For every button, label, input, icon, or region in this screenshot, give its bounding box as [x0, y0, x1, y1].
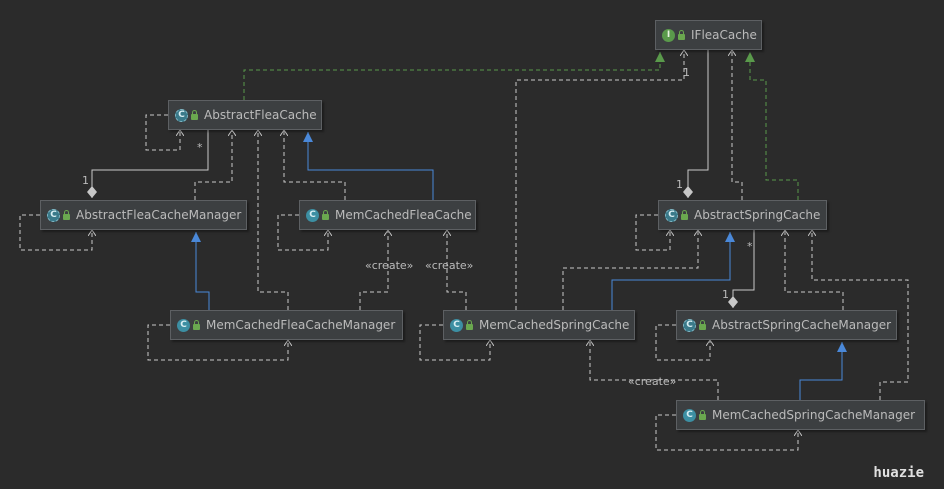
node-memcachedspringcache[interactable]: C MemCachedSpringCache: [443, 310, 635, 340]
self-dependency-memcachedspringcachemanager: [655, 414, 798, 451]
node-memcachedspringcachemanager[interactable]: C MemCachedSpringCacheManager: [676, 400, 925, 430]
dep-memcachedfleacache-to-abstractfleacache: [284, 130, 346, 200]
assoc-abstractspringcache-ifleacache: [683, 50, 709, 198]
watermark: huazie: [873, 465, 924, 481]
public-lock-icon: [699, 319, 706, 330]
assoc-manager-abstractfleacache: [87, 130, 209, 198]
node-label: MemCachedFleaCacheManager: [206, 318, 396, 332]
assoc-ascm-abstractspringcache: [728, 230, 755, 308]
public-lock-icon: [681, 209, 688, 220]
dep-ascm-to-abstractspringcache: [785, 230, 844, 310]
class-icon: C: [306, 208, 319, 222]
abstract-class-icon: C: [175, 108, 188, 122]
class-icon: C: [683, 408, 696, 422]
self-dependency-abstractfleacache: [145, 114, 180, 151]
abstract-class-icon: C: [47, 208, 60, 222]
dep-mcfcm-to-abstractfleacache: [258, 130, 289, 310]
realization-abstractspringcache-ifleacache: [745, 52, 799, 200]
node-memcachedfleacachemanager[interactable]: C MemCachedFleaCacheManager: [170, 310, 403, 340]
self-dependency-memcachedspringcache: [419, 324, 490, 361]
node-memcachedfleacache[interactable]: C MemCachedFleaCache: [299, 200, 476, 230]
node-abstractspringcachemanager[interactable]: C AbstractSpringCacheManager: [676, 310, 897, 340]
node-abstractspringcache[interactable]: C AbstractSpringCache: [658, 200, 827, 230]
abstract-class-icon: C: [683, 318, 696, 332]
extends-mcscm-ascm: [799, 342, 847, 400]
self-dependency-memcachedfleacachemanager: [147, 324, 288, 361]
realization-abstractfleacache-ifleacache: [243, 52, 665, 100]
node-label: AbstractSpringCache: [694, 208, 821, 222]
class-icon: C: [450, 318, 463, 332]
multiplicity-label: 1: [82, 174, 89, 187]
self-dependency-memcachedfleacache: [277, 214, 328, 251]
public-lock-icon: [466, 319, 473, 330]
node-label: MemCachedSpringCacheManager: [712, 408, 916, 422]
dep-mcscm-to-abstractspringcache: [812, 230, 909, 400]
dep-manager-to-abstractfleacache: [194, 130, 232, 200]
node-abstractfleacache[interactable]: C AbstractFleaCache: [168, 100, 322, 130]
node-label: AbstractSpringCacheManager: [712, 318, 892, 332]
dep-mcsc-to-ifleacache: [515, 50, 684, 310]
dep-mcsc-to-abstractspringcache: [562, 230, 698, 310]
node-label: AbstractFleaCacheManager: [76, 208, 242, 222]
public-lock-icon: [63, 209, 70, 220]
public-lock-icon: [322, 209, 329, 220]
node-label: AbstractFleaCache: [204, 108, 317, 122]
abstract-class-icon: C: [665, 208, 678, 222]
extends-memcachedfleacache-abstractfleacache: [303, 132, 434, 200]
self-dependency-abstractfleacachemanager: [19, 214, 92, 251]
multiplicity-label: *: [197, 141, 203, 154]
node-abstractfleacachemanager[interactable]: C AbstractFleaCacheManager: [40, 200, 247, 230]
create-mcfcm-to-memcachedfleacache: [359, 230, 388, 310]
interface-icon: I: [662, 28, 675, 42]
extends-mcsc-abstractspringcache: [611, 232, 735, 310]
public-lock-icon: [191, 109, 198, 120]
multiplicity-label: *: [747, 240, 753, 253]
public-lock-icon: [193, 319, 200, 330]
create-label: «create»: [365, 259, 414, 272]
multiplicity-label: 1: [676, 178, 683, 191]
self-dependency-abstractspringcachemanager: [655, 324, 710, 361]
public-lock-icon: [678, 29, 685, 40]
public-lock-icon: [699, 409, 706, 420]
extends-mcfcm-manager: [191, 232, 210, 310]
multiplicity-label: 1: [722, 288, 729, 301]
create-mcscm-to-mcsc: [590, 340, 719, 400]
dep-abstractspringcache-to-ifleacache: [732, 50, 743, 200]
node-label: MemCachedSpringCache: [479, 318, 630, 332]
multiplicity-label: 1: [683, 66, 690, 79]
self-dependency-abstractspringcache: [635, 214, 670, 251]
create-label: «create»: [628, 375, 677, 388]
node-label: MemCachedFleaCache: [335, 208, 472, 222]
create-label: «create»: [425, 259, 474, 272]
class-icon: C: [177, 318, 190, 332]
node-ifleacache[interactable]: I IFleaCache: [655, 20, 762, 50]
create-mcsc-to-memcachedfleacache: [447, 230, 467, 310]
node-label: IFleaCache: [691, 28, 757, 42]
